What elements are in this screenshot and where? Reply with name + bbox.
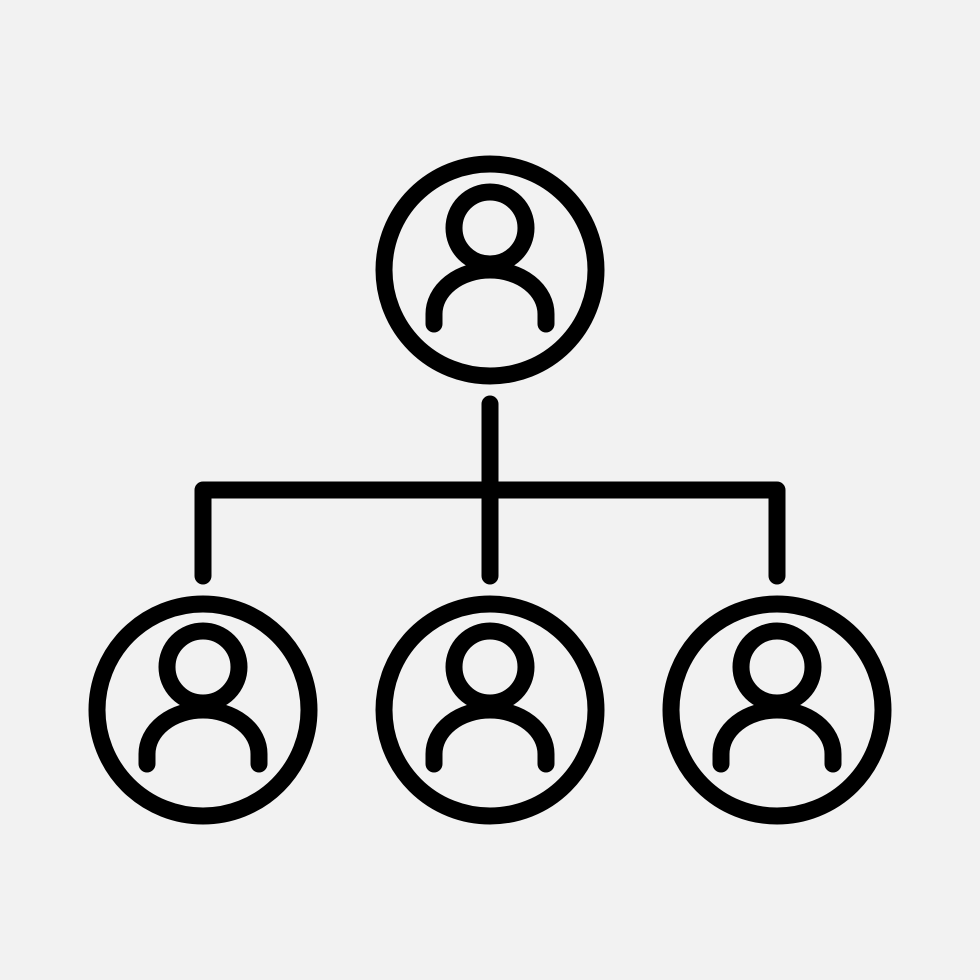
root-node-circle bbox=[375, 155, 605, 385]
user-icon bbox=[712, 622, 842, 773]
child-node-right bbox=[662, 595, 892, 825]
horizontal-connector bbox=[194, 481, 786, 585]
user-shoulders bbox=[712, 701, 842, 773]
user-shoulders bbox=[425, 701, 555, 773]
user-shoulders bbox=[138, 701, 268, 773]
child-node-left-circle bbox=[88, 595, 318, 825]
child-node-left bbox=[88, 595, 318, 825]
user-icon bbox=[425, 622, 555, 773]
child-node-center-circle bbox=[375, 595, 605, 825]
user-icon bbox=[425, 183, 555, 333]
user-shoulders bbox=[425, 261, 555, 333]
user-icon bbox=[138, 622, 268, 773]
root-node bbox=[375, 155, 605, 385]
child-node-center bbox=[375, 595, 605, 825]
connector-lines bbox=[194, 395, 786, 585]
child-node-right-circle bbox=[662, 595, 892, 825]
